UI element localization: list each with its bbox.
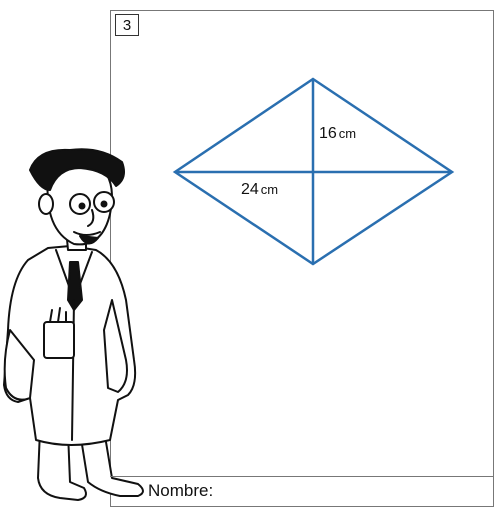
short-diagonal-unit: cm — [339, 126, 356, 141]
name-line — [110, 476, 494, 477]
scientist-cartoon-icon — [3, 148, 144, 501]
short-diagonal-value: 16 — [319, 125, 337, 142]
exercise-number: 3 — [115, 14, 139, 36]
exercise-number-text: 3 — [122, 16, 132, 34]
long-diagonal-unit: cm — [261, 182, 278, 197]
long-diagonal-value: 24 — [241, 181, 259, 198]
worksheet-frame — [110, 10, 494, 507]
name-field-label: Nombre: — [148, 481, 214, 500]
